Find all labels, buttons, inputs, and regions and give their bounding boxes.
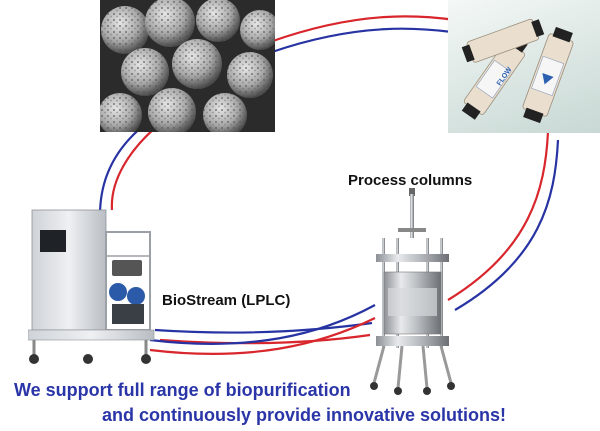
process-columns-label: Process columns: [348, 172, 473, 189]
columns-photo: FLOW: [448, 0, 600, 133]
tagline-line-1: We support full range of biopurification: [14, 380, 351, 400]
chromatography-columns-icon: FLOW: [461, 18, 574, 124]
process-column-apparatus: [370, 188, 455, 396]
blue-bottom-line: [149, 304, 376, 345]
sem-bead-image: [100, 0, 275, 132]
blue-connection-line: [98, 27, 560, 334]
red-bottom-line: [149, 317, 376, 355]
biostream-lplc-machine: [27, 204, 156, 366]
lplc-system-icon: [27, 209, 155, 364]
tagline-line-2: and continuously provide innovative solu…: [102, 405, 507, 425]
porous-beads-icon: [100, 0, 275, 132]
biostream-label: BioStream (LPLC): [162, 292, 291, 309]
process-column-icon: [370, 188, 455, 395]
red-connection-line: [110, 15, 550, 345]
